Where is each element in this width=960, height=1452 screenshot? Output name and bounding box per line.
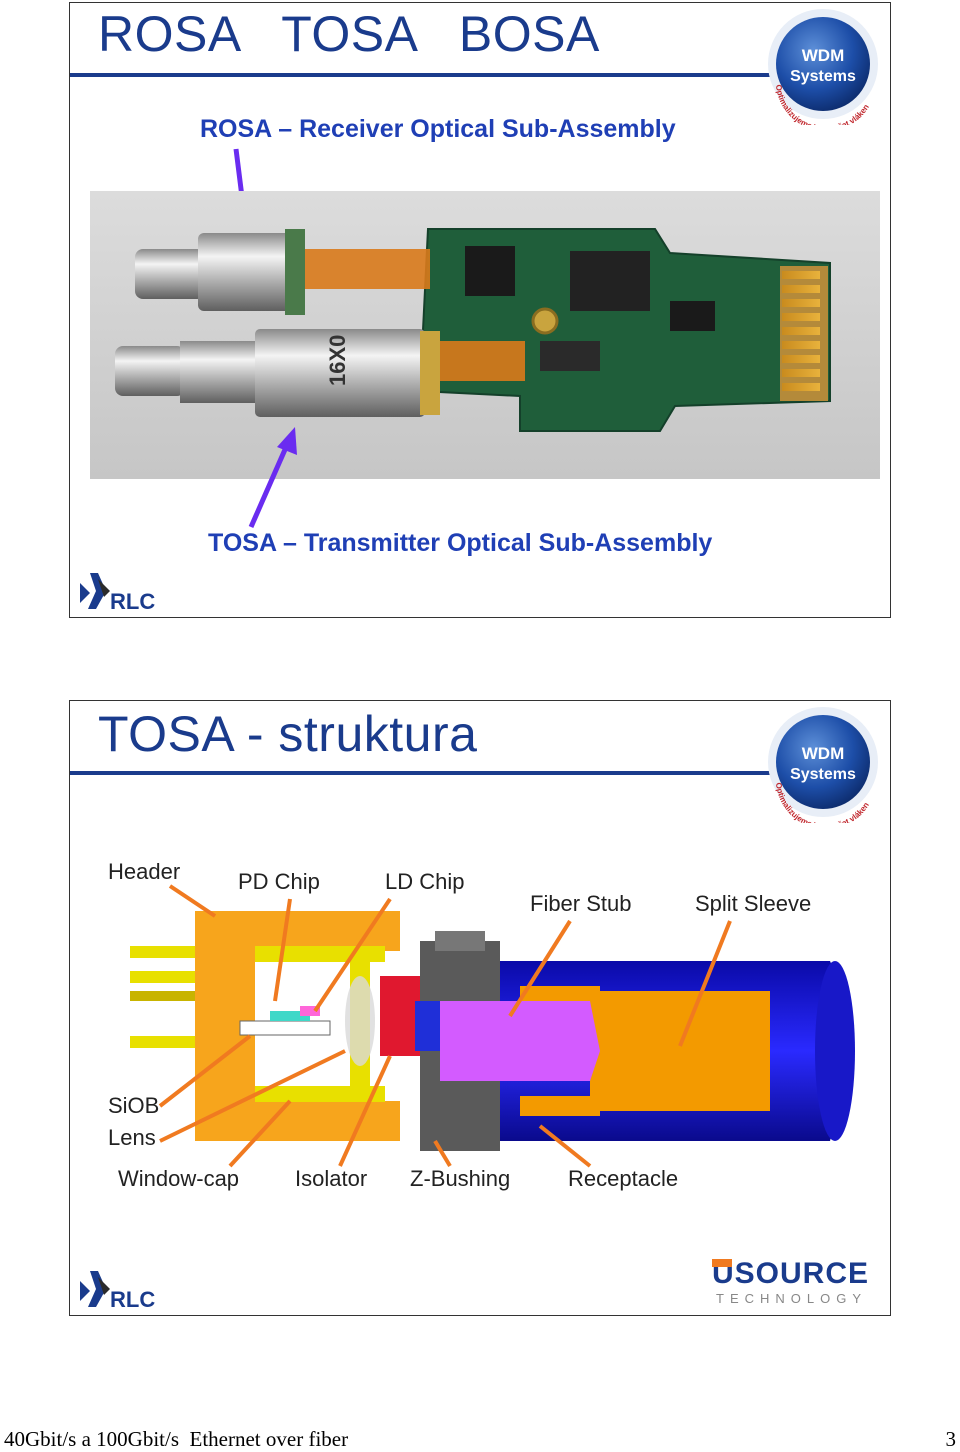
title-underline <box>70 771 780 775</box>
tosa-arrow <box>248 427 297 529</box>
callout-window-cap: Window-cap <box>118 1166 239 1191</box>
page-number: 3 <box>945 1427 957 1451</box>
callout-z-bushing: Z-Bushing <box>410 1166 510 1191</box>
slide-rosa-tosa-bosa: ROSA TOSA BOSA WDM Systems Optimalizujem… <box>69 2 891 618</box>
systems-text: Systems <box>790 68 856 85</box>
usource-technology-logo: USOURCE TECHNOLOGY <box>712 1257 868 1306</box>
callout-header: Header <box>108 859 180 884</box>
module-photo: 16X0 <box>90 191 880 479</box>
rlc-text: RLC <box>110 589 155 613</box>
usource-text: USOURCE <box>712 1257 868 1290</box>
rlc-logo: RLC <box>80 1271 155 1311</box>
slide-tosa-struktura: TOSA - struktura WDM Systems Optimalizuj… <box>69 700 891 1316</box>
rosa-label: ROSA – Receiver Optical Sub-Assembly <box>200 115 676 143</box>
page-footer: 40Gbit/s a 100Gbit/s Ethernet over fiber… <box>0 1426 960 1451</box>
title-underline <box>70 73 780 77</box>
rlc-logo: RLC <box>80 573 155 613</box>
callout-lens: Lens <box>108 1125 156 1150</box>
slide-title: TOSA - struktura <box>98 706 478 762</box>
technology-text: TECHNOLOGY <box>716 1291 867 1306</box>
callout-pd-chip: PD Chip <box>238 869 320 894</box>
svg-text:16X0: 16X0 <box>325 335 350 386</box>
tosa-cutaway-diagram: Header PD Chip LD Chip Fiber Stub Split … <box>108 859 855 1191</box>
callout-split-sleeve: Split Sleeve <box>695 891 811 916</box>
callout-siob: SiOB <box>108 1093 159 1118</box>
wdm-text: WDM <box>802 46 844 65</box>
rlc-text: RLC <box>110 1287 155 1311</box>
footer-text: 40Gbit/s a 100Gbit/s Ethernet over fiber <box>4 1427 349 1451</box>
callout-fiber-stub: Fiber Stub <box>530 891 632 916</box>
tosa-label: TOSA – Transmitter Optical Sub-Assembly <box>208 529 713 557</box>
slide-title: ROSA TOSA BOSA <box>98 6 600 62</box>
callout-receptacle: Receptacle <box>568 1166 678 1191</box>
callout-ld-chip: LD Chip <box>385 869 464 894</box>
systems-text: Systems <box>790 766 856 783</box>
callout-isolator: Isolator <box>295 1166 367 1191</box>
wdm-text: WDM <box>802 744 844 763</box>
